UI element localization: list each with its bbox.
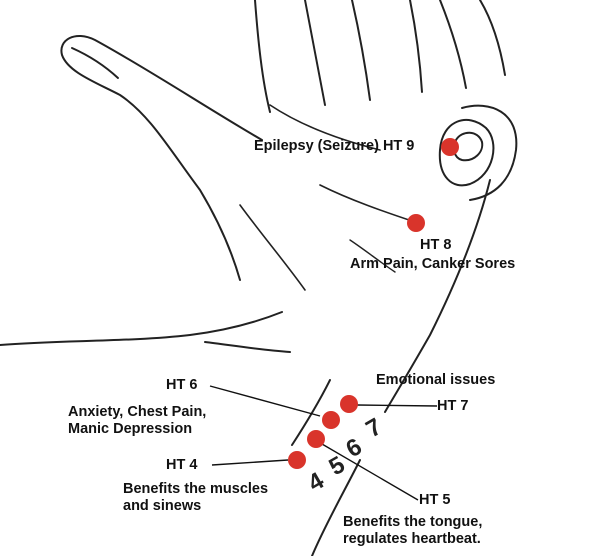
label-ht5: HT 5 [419,492,450,509]
forearm-bottom-edge [311,459,361,556]
benefit-ht7: Emotional issues [376,372,496,388]
wrist-number-6: 6 [342,433,367,463]
leader-ht7 [356,404,438,407]
middle-finger-left [351,0,371,101]
leader-ht6 [209,385,321,417]
leader-ht4 [211,459,289,466]
thumb-inner-line [71,47,119,79]
code-ht8: HT 8 [420,237,452,253]
label-ht4: HT 4 [166,457,197,474]
point-ht4 [288,451,306,469]
code-ht6: HT 6 [166,377,198,393]
middle-finger-right [409,0,423,93]
pinky-outer [461,104,518,201]
point-ht7 [340,395,358,413]
palm-edge [384,179,491,413]
palm-crease-3 [239,204,306,291]
code-ht5: HT 5 [419,492,451,508]
label-ht8-benefit: Arm Pain, Canker Sores [350,256,515,273]
ring-finger-right [479,0,506,76]
code-ht7: HT 7 [437,398,469,414]
wrist-number-4: 4 [304,467,330,497]
benefit-ht4-line2: and sinews [123,498,202,514]
label-ht7: HT 7 [437,398,468,415]
label-ht5-benefit: Benefits the tongue, regulates heartbeat… [343,514,482,548]
wrist-top-line [0,311,283,346]
benefit-ht6-line2: Manic Depression [68,421,193,437]
point-ht9 [441,138,459,156]
label-ht9: Epilepsy (Seizure) HT 9 [254,138,414,155]
index-finger [254,0,271,113]
pinky-curl [438,119,495,187]
point-ht5 [307,430,325,448]
label-ht6-benefit: Anxiety, Chest Pain, Manic Depression [68,404,206,438]
label-ht7-benefit: Emotional issues [376,372,495,389]
wrist-number-7: 7 [362,413,387,443]
benefit-ht5-line1: Benefits the tongue, [343,514,483,530]
label-ht6: HT 6 [166,377,197,394]
code-ht9: HT 9 [382,138,415,154]
ring-finger-left [439,0,467,89]
thumb-outline [60,35,263,281]
wrist-crease [204,341,291,353]
label-ht8: HT 8 [420,237,451,254]
benefit-ht5-line2: regulates heartbeat. [343,531,481,547]
palm-crease-4 [349,239,396,273]
leader-ht5 [321,443,419,501]
code-ht4: HT 4 [166,457,198,473]
point-ht8 [407,214,425,232]
benefit-ht8: Arm Pain, Canker Sores [350,256,516,272]
benefit-ht4-line1: Benefits the muscles [123,481,269,497]
index-finger-right [304,0,326,106]
point-ht6 [322,411,340,429]
wrist-number-5: 5 [325,451,350,481]
benefit-ht6-line1: Anxiety, Chest Pain, [68,404,207,420]
forearm-left-edge [291,379,331,446]
palm-crease-1 [269,104,381,151]
label-ht4-benefit: Benefits the muscles and sinews [123,481,268,515]
palm-crease-2 [319,184,416,223]
benefit-ht9: Epilepsy (Seizure) [254,138,379,154]
